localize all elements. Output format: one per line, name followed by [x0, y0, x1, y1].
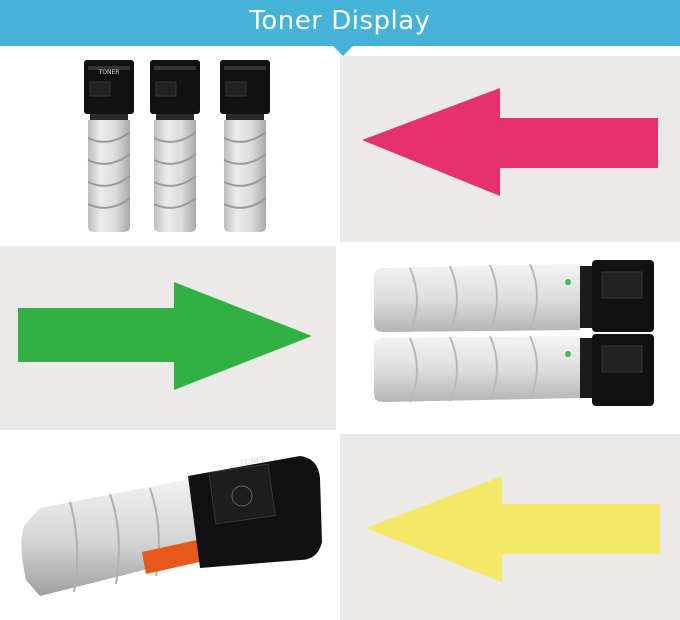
left-arrow-icon — [366, 476, 660, 582]
toner-bottle-bottom — [374, 334, 654, 406]
arrow-panel-magenta — [340, 56, 680, 242]
left-arrow-icon — [362, 88, 658, 196]
arrow-panel-yellow — [340, 434, 680, 620]
arrow-panel-green — [0, 246, 336, 430]
right-arrow-icon — [18, 282, 312, 390]
cap-label: TONER — [98, 69, 120, 76]
header-banner-pointer — [332, 45, 354, 56]
toner-bottle-1: TONER — [84, 60, 134, 232]
photo-three-toner-bottles: TONER — [0, 56, 336, 242]
photo-single-toner-bottle: TONER — [0, 434, 336, 620]
toner-bottle-2 — [150, 60, 200, 232]
page-title: Toner Display — [249, 6, 431, 36]
photo-two-toner-bottles — [340, 246, 680, 430]
toner-bottle-top — [374, 260, 654, 333]
header-banner — [0, 0, 680, 46]
toner-bottle-closeup: TONER — [21, 454, 322, 596]
toner-bottle-3 — [220, 60, 270, 232]
